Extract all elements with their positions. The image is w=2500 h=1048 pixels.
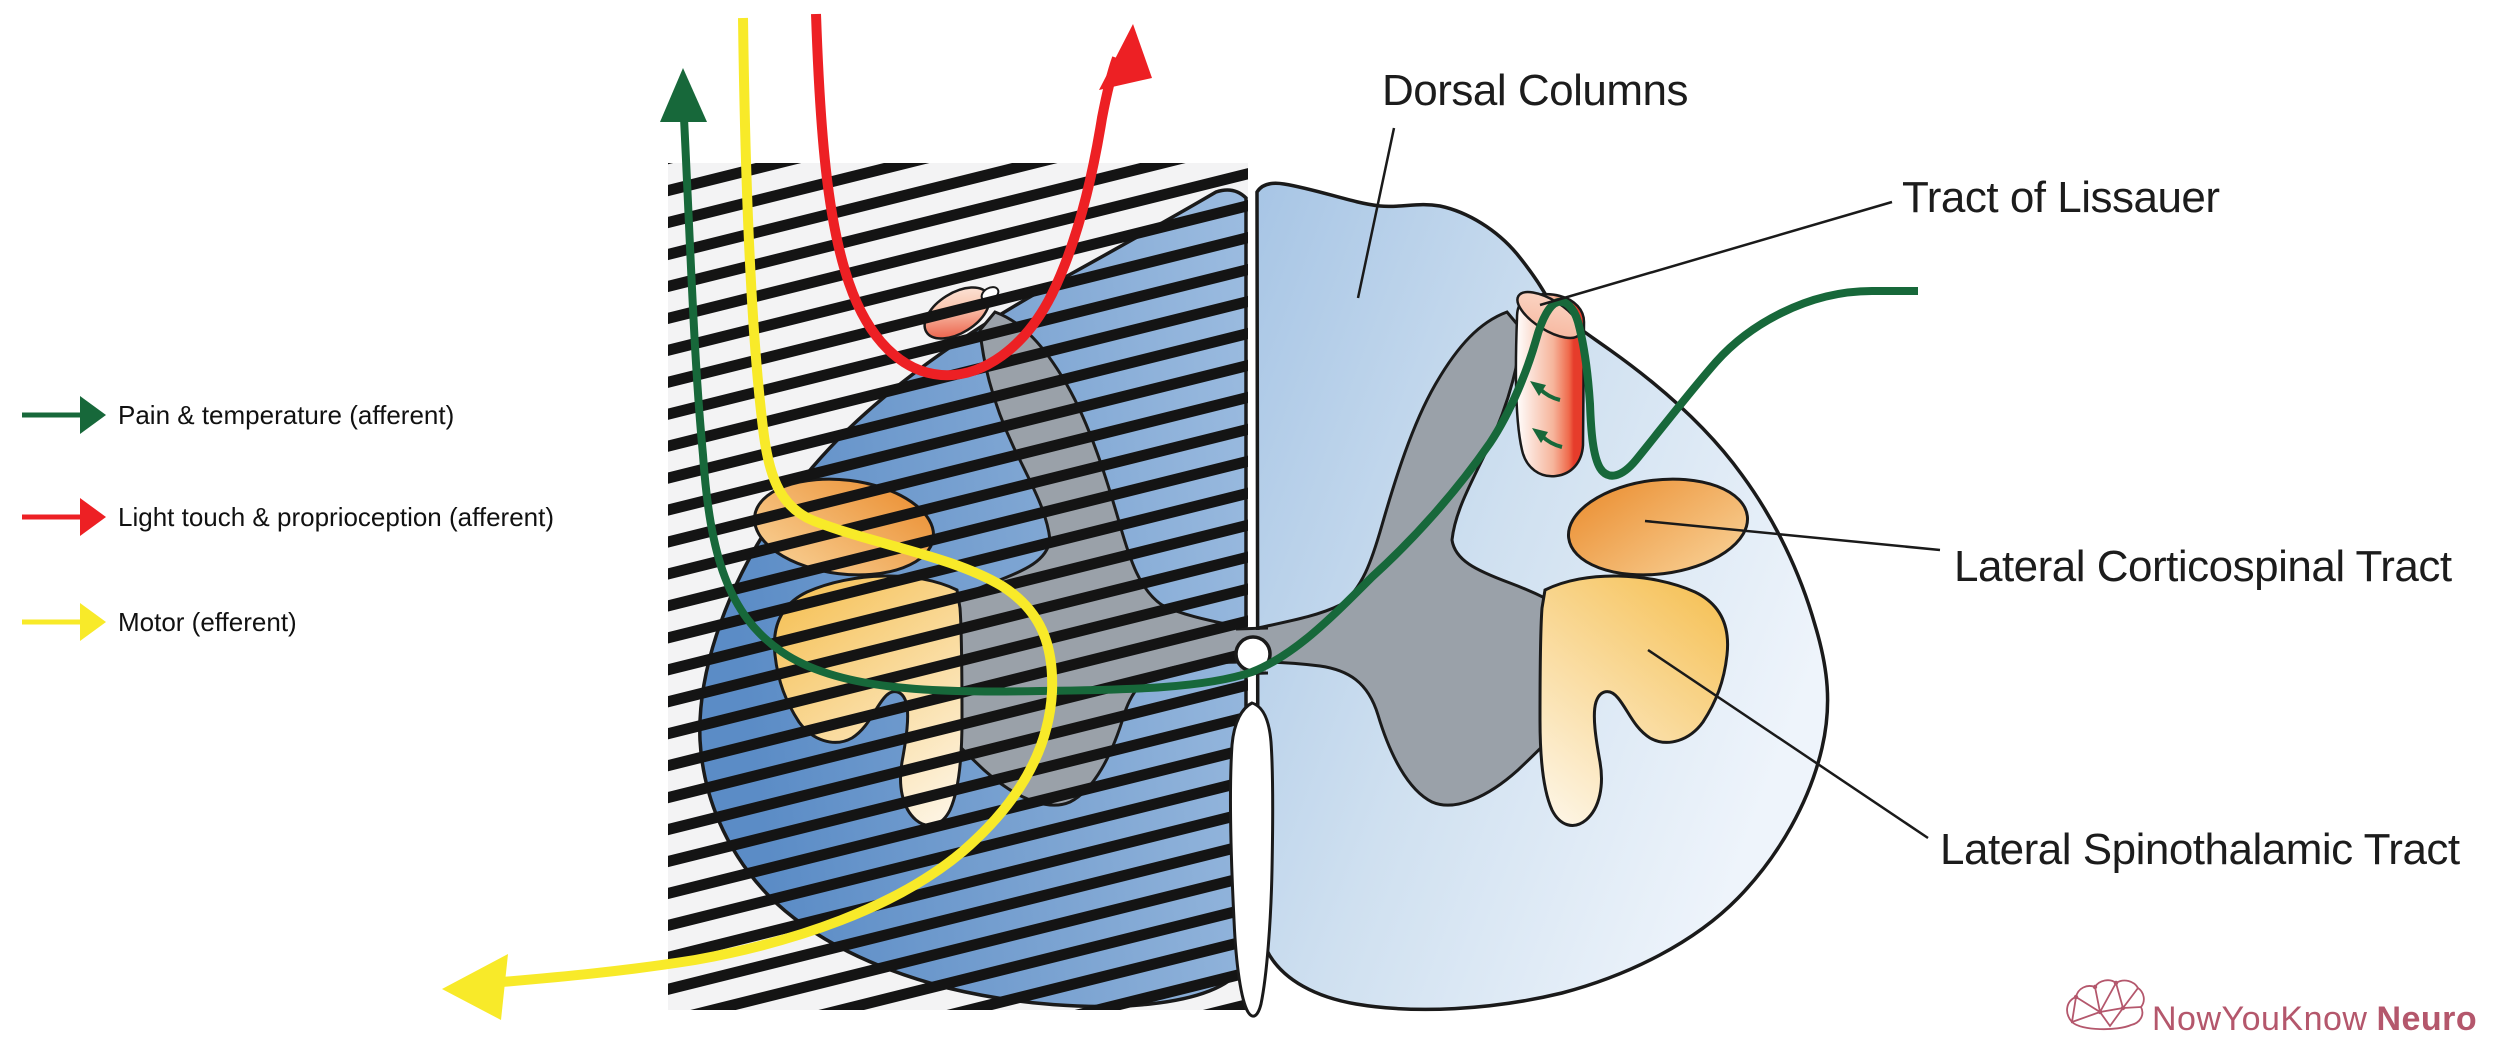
leader-tract-of-lissauer bbox=[1539, 200, 1893, 307]
legend-label-light-touch: Light touch & proprioception (afferent) bbox=[118, 502, 554, 532]
green-arrowhead-icon bbox=[80, 396, 106, 434]
lissauer-collateral-arrows bbox=[1530, 381, 1563, 449]
anterior-median-fissure bbox=[1229, 701, 1275, 1018]
leader-lateral-spinothalamic bbox=[1647, 648, 1929, 840]
red-arrowhead-icon bbox=[80, 498, 106, 536]
pain-temperature-pathway bbox=[660, 68, 1918, 696]
label-lateral-spinothalamic-tract: Lateral Spinothalamic Tract bbox=[1940, 825, 2460, 874]
green-up-arrow-icon bbox=[660, 68, 707, 122]
legend-label-pain-temperature: Pain & temperature (afferent) bbox=[118, 400, 454, 430]
label-dorsal-columns: Dorsal Columns bbox=[1382, 66, 1688, 115]
label-lateral-corticospinal-tract: Lateral Corticospinal Tract bbox=[1954, 542, 2452, 591]
light-touch-proprioception-pathway bbox=[811, 13, 1152, 381]
logo-brand: NowYouKnow bbox=[2152, 1000, 2367, 1038]
label-leader-lines bbox=[1356, 127, 1941, 840]
leader-lateral-corticospinal bbox=[1644, 519, 1941, 552]
motor-pathway bbox=[442, 17, 1058, 1020]
red-up-arrow-icon bbox=[1099, 24, 1152, 90]
legend-item-motor: Motor (efferent) bbox=[22, 603, 297, 641]
legend: Pain & temperature (afferent) Light touc… bbox=[22, 396, 554, 641]
label-tract-of-lissauer: Tract of Lissauer bbox=[1902, 173, 2220, 222]
yellow-left-arrow-icon bbox=[442, 954, 508, 1020]
brain-network-icon bbox=[2066, 979, 2145, 1031]
logo-product: Neuro bbox=[2376, 1000, 2477, 1038]
lesion-hatch-stripes bbox=[668, 163, 1248, 1010]
legend-item-light-touch: Light touch & proprioception (afferent) bbox=[22, 498, 554, 536]
leader-dorsal-columns bbox=[1356, 127, 1396, 299]
yellow-arrowhead-icon bbox=[80, 603, 106, 641]
legend-item-pain-temperature: Pain & temperature (afferent) bbox=[22, 396, 454, 434]
legend-label-motor: Motor (efferent) bbox=[118, 607, 297, 637]
